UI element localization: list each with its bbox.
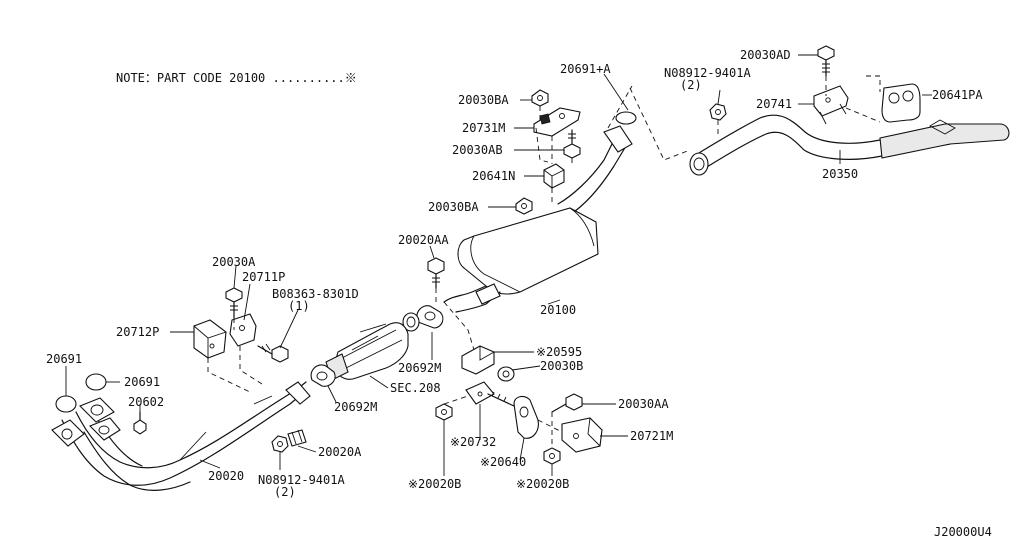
bracket-20712P[interactable] (193, 319, 227, 359)
label-20020A: 20020A (318, 445, 362, 459)
part-code-note: NOTE：PART CODE 20100 ..........※ (116, 71, 357, 85)
nut-20020B-right[interactable] (543, 447, 561, 465)
label-20692M-mid: 20692M (398, 361, 441, 375)
manifold-flange-left[interactable] (51, 419, 85, 447)
label-08363-qty: (1) (288, 299, 310, 313)
bolt-20030AA[interactable] (551, 393, 583, 413)
label-20712P: 20712P (116, 325, 159, 339)
label-20711P: 20711P (242, 270, 285, 284)
gasket-20692M-low[interactable] (310, 364, 336, 387)
label-20640: ※20640 (480, 455, 526, 469)
bracket-20711P[interactable] (229, 313, 257, 347)
stud-20602[interactable] (133, 411, 147, 435)
label-20030BA-top: 20030BA (458, 93, 509, 107)
gasket-20691-left[interactable] (55, 395, 77, 413)
label-20732: ※20732 (450, 435, 496, 449)
label-08912-qty-low: (2) (274, 485, 296, 499)
bolt-20020AA[interactable] (427, 257, 445, 289)
label-20030AA: 20030AA (618, 397, 669, 411)
gasket-20691A[interactable] (615, 111, 637, 125)
rubber-hanger-20641PA[interactable] (881, 83, 921, 123)
part-labels: 20030AD 20691+A N08912-9401A (2) 20641PA… (46, 48, 983, 499)
rubber-mount-20641N[interactable] (543, 163, 565, 189)
bolt-20030A[interactable] (225, 287, 243, 319)
label-20691-left: 20691 (46, 352, 82, 366)
manifold-flange-right[interactable] (79, 397, 121, 441)
label-20731M: 20731M (462, 121, 505, 135)
bracket-20732[interactable] (465, 381, 495, 405)
stud-20020A[interactable] (287, 429, 307, 447)
bolt-08363-8301D[interactable] (257, 343, 289, 363)
label-20641N: 20641N (472, 169, 515, 183)
tail-pipe-20350[interactable] (689, 114, 1010, 176)
label-08912-qty-top: (2) (680, 78, 702, 92)
main-muffler-20100[interactable] (443, 125, 633, 313)
hanger-bracket-20741[interactable] (813, 85, 849, 125)
nut-08912-9401A-top[interactable] (709, 103, 727, 121)
rubber-hanger-20640[interactable] (513, 395, 539, 439)
label-20595: ※20595 (536, 345, 582, 359)
flange-ring[interactable] (402, 312, 420, 332)
label-20741: 20741 (756, 97, 792, 111)
bolt-20030AD[interactable] (817, 45, 835, 77)
label-20641PA: 20641PA (932, 88, 983, 102)
label-20691-right: 20691 (124, 375, 160, 389)
label-20020AA: 20020AA (398, 233, 449, 247)
bracket-20595[interactable] (461, 345, 495, 375)
label-20030A: 20030A (212, 255, 256, 269)
drawing-code: J20000U4 (934, 525, 992, 539)
label-20691A: 20691+A (560, 62, 611, 76)
nut-20030BA-mid[interactable] (515, 197, 533, 215)
nut-08912-9401A-low[interactable] (271, 435, 289, 453)
label-20030BA-mid: 20030BA (428, 200, 479, 214)
nut-20030B[interactable] (497, 366, 515, 382)
gasket-20691-right[interactable] (85, 373, 107, 391)
catalytic-converter-sec208[interactable] (325, 322, 409, 381)
label-20602: 20602 (128, 395, 164, 409)
leader-lines (65, 54, 932, 476)
label-sec208: SEC.208 (390, 381, 441, 395)
label-08363-8301D: B08363-8301D (272, 287, 359, 301)
bracket-20721M[interactable] (561, 417, 603, 453)
label-20350: 20350 (822, 167, 858, 181)
label-20692M-low: 20692M (334, 400, 377, 414)
label-20100: 20100 (540, 303, 576, 317)
label-20030AD: 20030AD (740, 48, 791, 62)
label-20020B-right: ※20020B (516, 477, 569, 491)
label-20030AB: 20030AB (452, 143, 503, 157)
label-08912-9401A-top: N08912-9401A (664, 66, 751, 80)
bolt-20732-link[interactable] (487, 391, 515, 407)
label-20020B-left: ※20020B (408, 477, 461, 491)
nut-20030BA-top[interactable] (531, 89, 549, 107)
bolt-20030AB[interactable] (563, 129, 581, 159)
label-08912-9401A-low: N08912-9401A (258, 473, 345, 487)
label-20721M: 20721M (630, 429, 673, 443)
nut-20020B-left[interactable] (435, 403, 453, 421)
label-20020: 20020 (208, 469, 244, 483)
bracket-20731M[interactable] (533, 107, 581, 137)
gasket-20692M-mid[interactable] (416, 305, 444, 329)
label-20030B: 20030B (540, 359, 583, 373)
